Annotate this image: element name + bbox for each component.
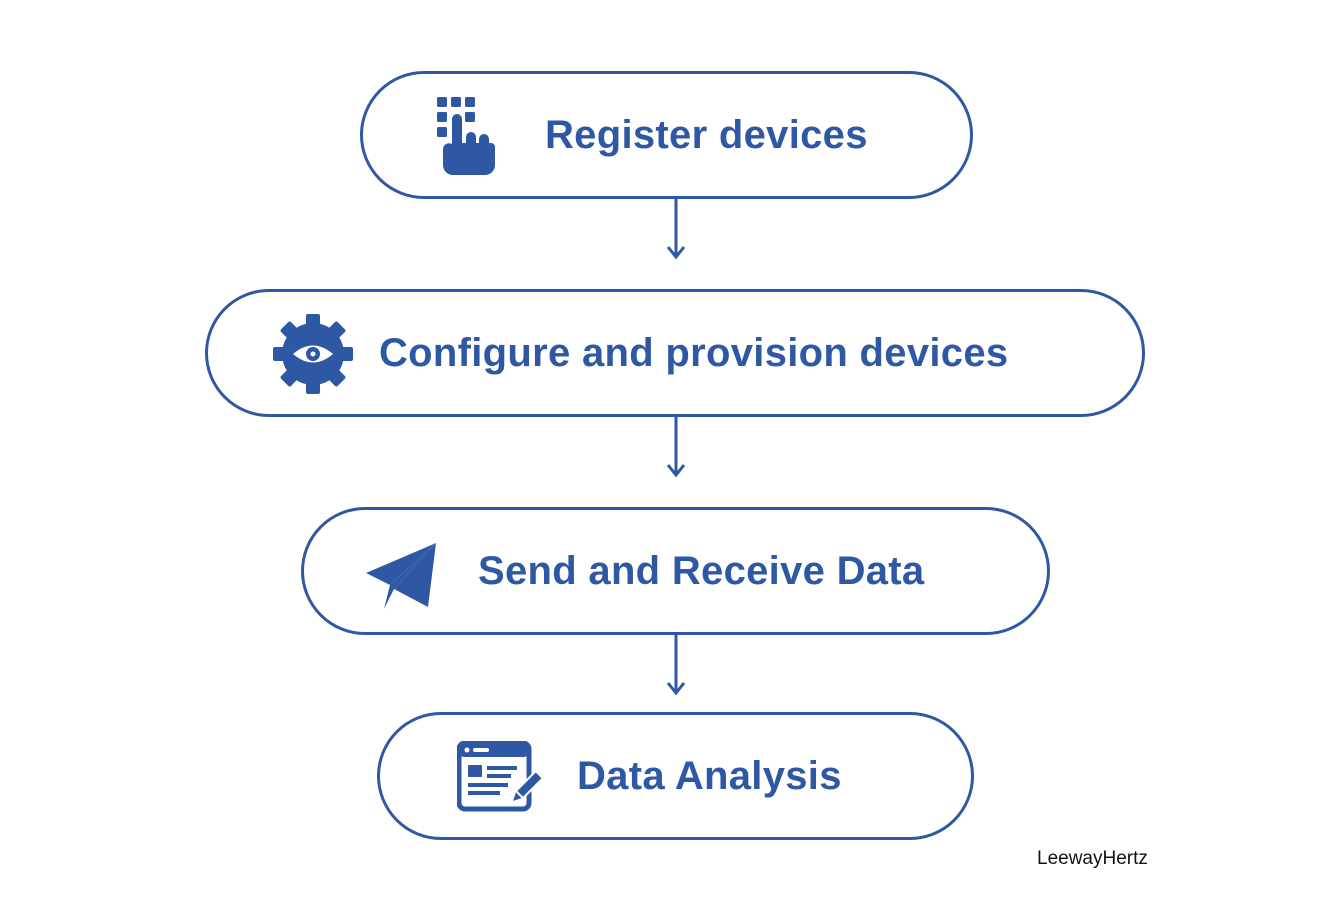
flow-arrow	[666, 415, 686, 478]
step-send-receive: Send and Receive Data	[301, 507, 1050, 635]
touch-keypad-icon	[437, 97, 495, 175]
document-edit-icon	[457, 741, 545, 812]
gear-eye-icon	[273, 314, 353, 394]
step-register-devices: Register devices	[360, 71, 973, 199]
flow-arrow	[666, 633, 686, 696]
paper-plane-icon	[366, 543, 436, 609]
step-label: Data Analysis	[577, 753, 842, 798]
step-data-analysis: Data Analysis	[377, 712, 974, 840]
step-label: Configure and provision devices	[379, 330, 1009, 375]
step-configure-provision: Configure and provision devices	[205, 289, 1145, 417]
step-label: Register devices	[545, 112, 868, 157]
flow-arrow	[666, 197, 686, 260]
step-label: Send and Receive Data	[478, 548, 925, 593]
brand-logo-text: LeewayHertz	[1037, 848, 1148, 869]
